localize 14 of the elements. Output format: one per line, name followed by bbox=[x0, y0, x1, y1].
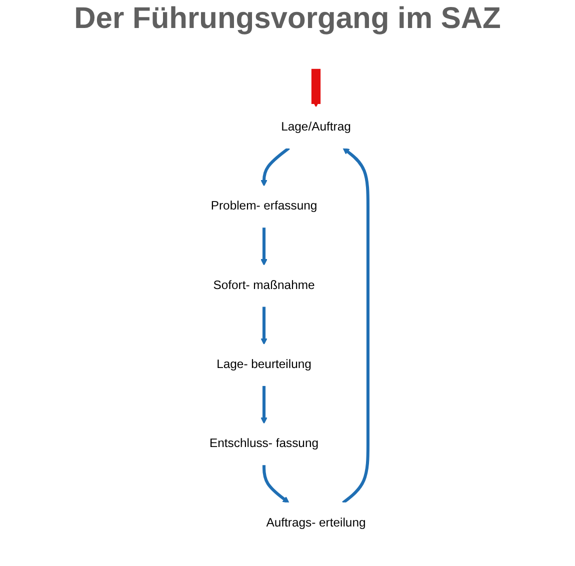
arrow bbox=[260, 306, 268, 345]
node-text: Lage/Auftrag bbox=[280, 120, 351, 134]
node-text: Auftrags- erteilung bbox=[266, 516, 366, 530]
node-text: Sofort- maßnahme bbox=[213, 279, 315, 292]
arrow bbox=[260, 386, 268, 424]
arrow bbox=[311, 68, 320, 108]
title: Der Führungsvorgang im SAZ bbox=[73, 2, 502, 36]
arrow bbox=[342, 148, 370, 504]
arrow bbox=[260, 146, 290, 186]
node-text: Problem- erfassung bbox=[210, 200, 318, 213]
arrow bbox=[260, 227, 268, 266]
node-text: Entschluss- fassung bbox=[209, 437, 318, 450]
node-text: Lage- beurteilung bbox=[216, 358, 312, 372]
arrow bbox=[262, 464, 290, 504]
